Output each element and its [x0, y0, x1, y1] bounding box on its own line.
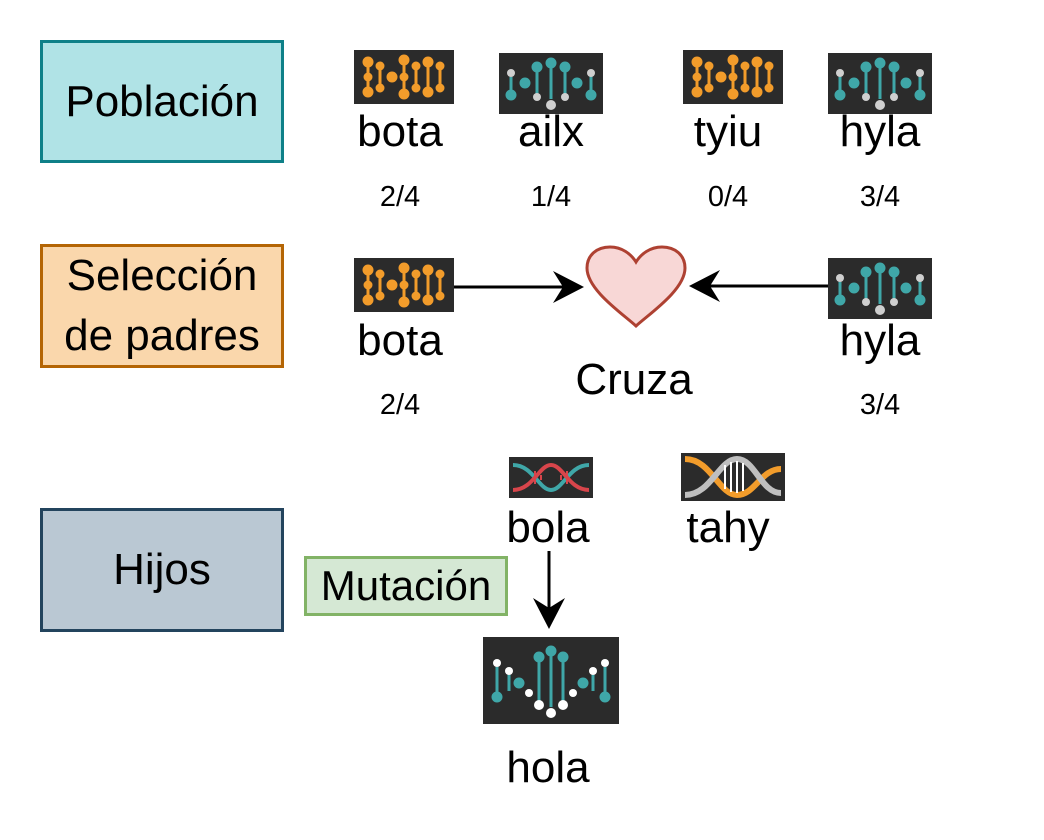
population-score-tyiu: 0/4 — [707, 181, 749, 213]
mutation-box: Mutación — [304, 556, 508, 616]
crossover-label: Cruza — [575, 355, 693, 404]
arrowhead-hyla-to-cruza — [689, 270, 720, 302]
stage-seleccion-label: Selección de padres — [64, 251, 260, 360]
population-score-hyla: 3/4 — [859, 181, 901, 213]
parent-a-name: bota — [357, 316, 443, 365]
arrowhead-bota-to-cruza — [553, 271, 584, 303]
parent-b-score: 3/4 — [859, 389, 901, 421]
arrowhead-mutation — [533, 598, 565, 629]
stage-poblacion-box: Población — [40, 40, 284, 163]
mutation-result-name: hola — [506, 743, 590, 792]
child-name-bola: bola — [506, 503, 590, 552]
parent-a-score: 2/4 — [379, 389, 421, 421]
child-name-tahy: tahy — [686, 503, 770, 552]
population-name-hyla: hyla — [839, 107, 921, 156]
orange-dna-icon — [354, 50, 454, 104]
population-name-bota: bota — [357, 107, 443, 156]
red-teal-helix-icon — [509, 457, 593, 498]
mutation-label: Mutación — [320, 562, 492, 609]
population-score-ailx: 1/4 — [530, 181, 572, 213]
orange-dna-icon — [683, 50, 783, 104]
stage-poblacion-label: Población — [65, 76, 259, 126]
heart-icon — [583, 244, 689, 330]
teal-white-dna-icon — [483, 637, 619, 724]
orange-dna-icon — [354, 258, 454, 312]
population-name-ailx: ailx — [517, 107, 585, 156]
population-score-bota: 2/4 — [379, 181, 421, 213]
population-name-tyiu: tyiu — [693, 107, 763, 156]
stage-seleccion-box: Selección de padres — [40, 244, 284, 368]
teal-dna-icon — [828, 258, 932, 319]
teal-dna-icon — [828, 53, 932, 114]
parent-b-name: hyla — [839, 316, 921, 365]
stage-hijos-box: Hijos — [40, 508, 284, 632]
stage-hijos-label: Hijos — [113, 545, 211, 594]
teal-dna-icon — [499, 53, 603, 114]
orange-gray-helix-icon — [681, 453, 785, 501]
